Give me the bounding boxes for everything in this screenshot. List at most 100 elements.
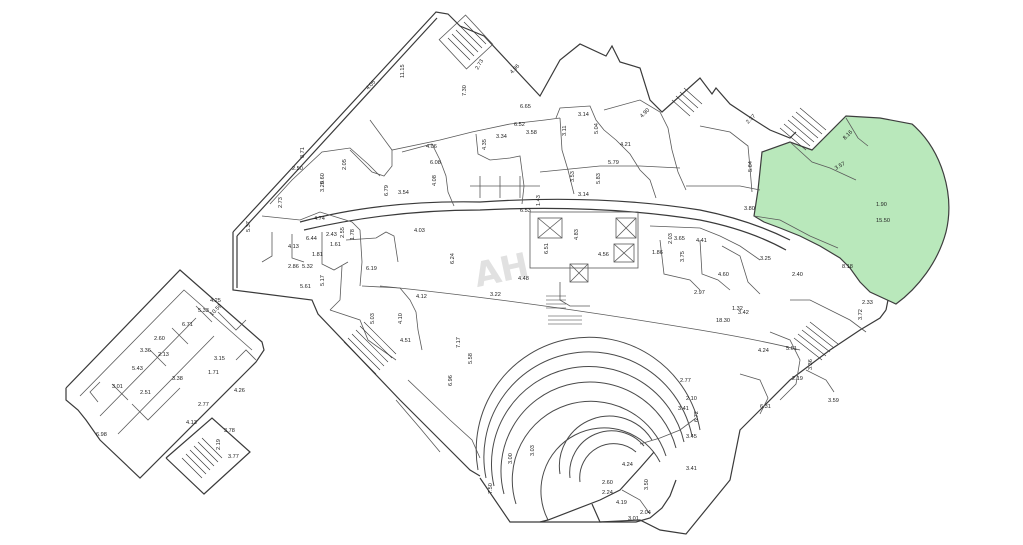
dimension-label: 2.50 bbox=[292, 166, 303, 172]
dimension-label: 3.03 bbox=[530, 445, 536, 456]
dimension-label: 1.32 bbox=[732, 306, 743, 312]
dimension-label: 4.96 bbox=[509, 63, 521, 75]
dimension-label: 4.60 bbox=[718, 272, 729, 278]
dimension-label: 3.80 bbox=[744, 206, 755, 212]
watermark-logo: AH bbox=[471, 245, 533, 296]
dimension-label: 4.90 bbox=[639, 107, 651, 119]
dimension-label: 4.06 bbox=[426, 144, 437, 150]
dimension-label: 2.37 bbox=[745, 113, 757, 125]
dimension-label: 2.77 bbox=[680, 378, 691, 384]
dimension-label: 4.83 bbox=[574, 229, 580, 240]
dimension-label: 6.19 bbox=[366, 266, 377, 272]
dimension-label: 7.50 bbox=[488, 483, 494, 494]
dimension-label: 11.15 bbox=[400, 64, 406, 78]
dimension-label: 1.78 bbox=[350, 229, 356, 240]
dimension-label: 3.78 bbox=[224, 428, 235, 434]
dimension-label: 8.71 bbox=[300, 147, 306, 158]
dimension-label: 5.04 bbox=[594, 123, 600, 134]
dimension-label: 4.51 bbox=[400, 338, 411, 344]
dimension-label: 18.30 bbox=[716, 318, 730, 324]
dimension-label: 3.72 bbox=[858, 309, 864, 320]
dimension-label: 6.53 bbox=[520, 208, 531, 214]
annex-building bbox=[65, 269, 265, 479]
dimension-label: 6.98 bbox=[96, 432, 107, 438]
dimension-label: 5.61 bbox=[786, 346, 797, 352]
annex-stair-block bbox=[165, 417, 251, 495]
dimension-label: 3.25 bbox=[760, 256, 771, 262]
dimension-label: 4.03 bbox=[414, 228, 425, 234]
dimension-label: 4.26 bbox=[234, 388, 245, 394]
stair-top-right bbox=[779, 107, 827, 151]
dimension-label: 4.19 bbox=[616, 500, 627, 506]
dimension-label: 5.37 bbox=[246, 221, 252, 232]
dimension-label: 2.60 bbox=[154, 336, 165, 342]
dimension-label: 2.10 bbox=[686, 396, 697, 402]
dimension-label: 3.00 bbox=[508, 453, 514, 464]
dimension-label: 3.01 bbox=[112, 384, 123, 390]
dimension-label: 1.81 bbox=[312, 252, 323, 258]
highlight-dimension-label: 8.16 bbox=[842, 129, 854, 141]
dimension-label: 1.43 bbox=[536, 195, 542, 206]
dimension-label: 5.79 bbox=[608, 160, 619, 166]
stair-left bbox=[343, 321, 397, 375]
dimension-label: 5.83 bbox=[596, 173, 602, 184]
dimension-label: 2.55 bbox=[340, 227, 346, 238]
dimension-label: 5.64 bbox=[748, 161, 754, 172]
dimension-label: 3.36 bbox=[808, 359, 814, 370]
dimension-label: 6.65 bbox=[520, 104, 531, 110]
dimension-label: 2.51 bbox=[140, 390, 151, 396]
dimension-label: 6.96 bbox=[448, 375, 454, 386]
dimension-label: 3.01 bbox=[628, 516, 639, 522]
dimension-label: 3.36 bbox=[140, 348, 151, 354]
dimension-label: 5.17 bbox=[320, 275, 326, 286]
dimension-label: 4.48 bbox=[518, 276, 529, 282]
dimension-label: 2.19 bbox=[216, 439, 222, 450]
stair-upper bbox=[671, 87, 703, 117]
dimension-label: 4.12 bbox=[416, 294, 427, 300]
dimension-label: 3.45 bbox=[686, 434, 697, 440]
dimension-label: 3.77 bbox=[228, 454, 239, 460]
dimension-label: 2.40 bbox=[792, 272, 803, 278]
dimension-label: 3.53 bbox=[570, 171, 576, 182]
dimension-label: 5.61 bbox=[300, 284, 311, 290]
dimension-label: 2.05 bbox=[342, 159, 348, 170]
dimension-label: 3.15 bbox=[214, 356, 225, 362]
dimension-label: 2.24 bbox=[602, 490, 613, 496]
interior-partitions bbox=[261, 99, 867, 459]
dimension-label: 5.03 bbox=[370, 313, 376, 324]
dimension-label: 6.79 bbox=[384, 185, 390, 196]
dimension-label: 4.24 bbox=[622, 462, 633, 468]
dimension-label: 5.33 bbox=[198, 308, 209, 314]
highlight-dimension-label: 3.57 bbox=[834, 161, 846, 172]
dimension-label: 2.86 bbox=[288, 264, 299, 270]
dimension-label: 4.21 bbox=[620, 142, 631, 148]
highlighted-space[interactable] bbox=[753, 115, 950, 305]
dimension-label: 3.59 bbox=[828, 398, 839, 404]
dimension-label: 5.58 bbox=[468, 353, 474, 364]
dimension-label: 2.19 bbox=[792, 376, 803, 382]
stair-top-left bbox=[438, 14, 494, 70]
dimension-label: 5.43 bbox=[132, 366, 143, 372]
dimension-label: 3.42 bbox=[738, 310, 749, 316]
dimension-label: 4.08 bbox=[432, 175, 438, 186]
dimension-label: 8.18 bbox=[842, 264, 853, 270]
dimension-label: 3.22 bbox=[490, 292, 501, 298]
dimension-label: 2.04 bbox=[640, 510, 651, 516]
dimension-label: 4.35 bbox=[482, 139, 488, 150]
dimension-label: 2.13 bbox=[158, 352, 169, 358]
dimension-label: 4.25 bbox=[210, 298, 221, 304]
dimension-label: 4.05 bbox=[365, 79, 377, 91]
highlighted-space-area[interactable] bbox=[753, 115, 950, 305]
dimension-label: 4.56 bbox=[598, 252, 609, 258]
dimension-label: 3.50 bbox=[644, 479, 650, 490]
dimension-label: 6.72 bbox=[694, 411, 700, 422]
dimension-label: 1.61 bbox=[330, 242, 341, 248]
dimension-label: 7.17 bbox=[456, 337, 462, 348]
dimension-label: 4.24 bbox=[758, 348, 769, 354]
dimension-label: 2.97 bbox=[694, 290, 705, 296]
dimension-label: 5.32 bbox=[302, 264, 313, 270]
dimension-label: 3.14 bbox=[578, 192, 589, 198]
